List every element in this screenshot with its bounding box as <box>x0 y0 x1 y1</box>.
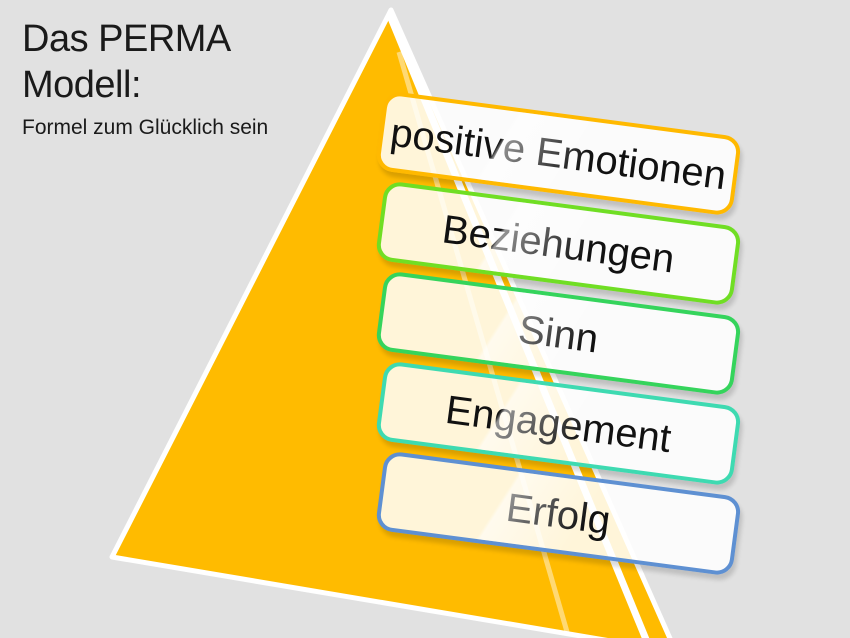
title-block: Das PERMA Modell: Formel zum Glücklich s… <box>22 16 268 140</box>
perma-box-label: Erfolg <box>503 485 614 544</box>
slide-title-line1: Das PERMA <box>22 18 231 60</box>
perma-box-label: Beziehungen <box>439 207 677 282</box>
slide-title-line2: Modell: <box>22 64 142 106</box>
slide-subtitle: Formel zum Glücklich sein <box>22 116 269 139</box>
perma-box-label: Sinn <box>515 307 601 362</box>
perma-box-label: Engagement <box>443 387 674 462</box>
